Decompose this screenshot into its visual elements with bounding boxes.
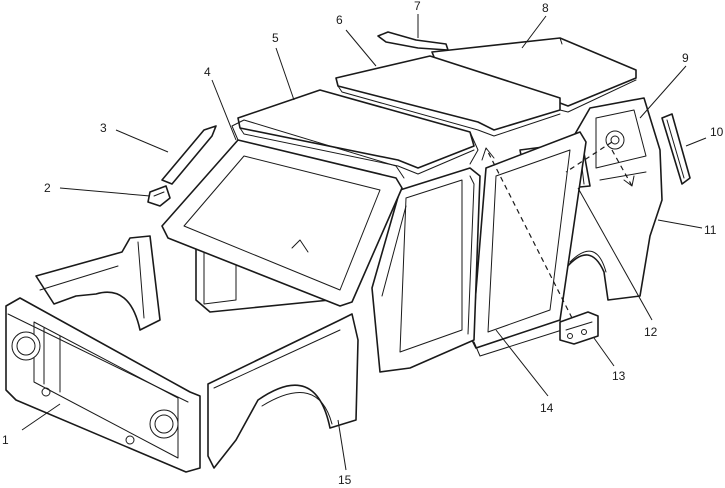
callout-5: 5 [272, 31, 279, 45]
part-7-drip-rail [377, 31, 449, 51]
part-front-door-opening-panel [371, 167, 481, 373]
part-15-front-fender [207, 313, 359, 469]
callout-12: 12 [644, 325, 658, 339]
leader-lines [21, 14, 707, 471]
assembly-arrows [481, 141, 635, 319]
part-6-middle-roof-panel [335, 55, 561, 137]
part-3-pillar-trim [161, 125, 217, 185]
callout-13: 13 [612, 369, 626, 383]
callout-2: 2 [44, 181, 51, 195]
callout-8: 8 [542, 1, 549, 15]
callout-1: 1 [2, 433, 9, 447]
part-inner-fender-left [35, 235, 161, 331]
callout-4: 4 [204, 65, 211, 79]
part-4-windshield-frame [161, 119, 405, 307]
callout-15: 15 [338, 473, 352, 487]
part-10-rear-pillar-strip [661, 113, 691, 185]
part-1-front-end-panel [5, 297, 201, 473]
callout-6: 6 [336, 13, 343, 27]
callout-3: 3 [100, 121, 107, 135]
part-2-small-bracket [147, 185, 171, 207]
part-13-bracket [559, 311, 599, 345]
callout-11: 11 [704, 223, 717, 237]
callout-14: 14 [540, 401, 554, 415]
callout-9: 9 [682, 51, 689, 65]
part-5-front-roof-panel [237, 89, 479, 175]
callout-10: 10 [710, 125, 724, 139]
callout-7: 7 [414, 0, 421, 13]
